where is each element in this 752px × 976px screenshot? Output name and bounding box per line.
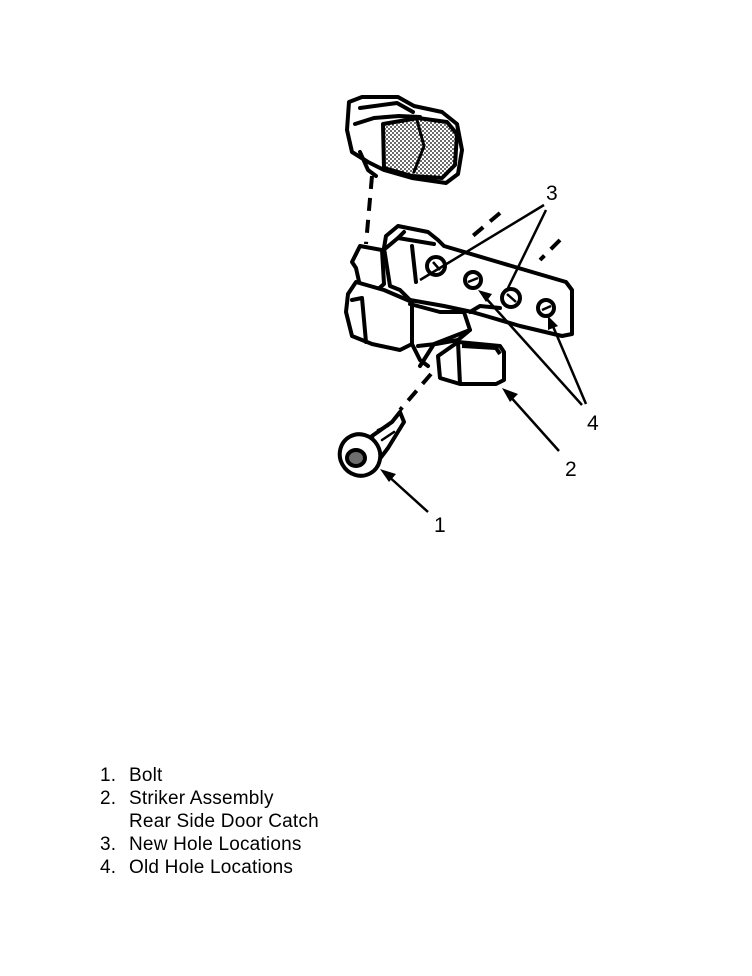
legend-label: Rear Side Door Catch (129, 811, 319, 832)
legend: 1. Bolt 2. Striker Assembly Rear Side Do… (100, 764, 319, 879)
legend-item: Rear Side Door Catch (100, 810, 319, 833)
hole-locations (425, 255, 556, 318)
legend-label: Striker Assembly (129, 788, 274, 809)
callout-1: 1 (434, 514, 446, 537)
striker-block (436, 340, 506, 386)
legend-item: 3. New Hole Locations (100, 833, 319, 856)
callout-4: 4 (587, 412, 599, 435)
arrowheads (380, 290, 558, 482)
legend-item: 4. Old Hole Locations (100, 856, 319, 879)
legend-label: Old Hole Locations (129, 857, 294, 878)
legend-item: 2. Striker Assembly (100, 787, 319, 810)
door-catch (345, 95, 464, 185)
callout-2: 2 (565, 458, 577, 481)
legend-number: 4. (100, 857, 117, 878)
legend-number: 1. (100, 765, 117, 786)
callout-3: 3 (546, 182, 558, 205)
legend-label: Bolt (129, 765, 163, 786)
bolt (337, 410, 406, 478)
legend-number (100, 810, 129, 833)
legend-number: 2. (100, 788, 117, 809)
alignment-lines (364, 175, 562, 412)
legend-label: New Hole Locations (129, 834, 302, 855)
legend-item: 1. Bolt (100, 764, 319, 787)
leader-lines (385, 203, 588, 513)
legend-number: 3. (100, 834, 117, 855)
